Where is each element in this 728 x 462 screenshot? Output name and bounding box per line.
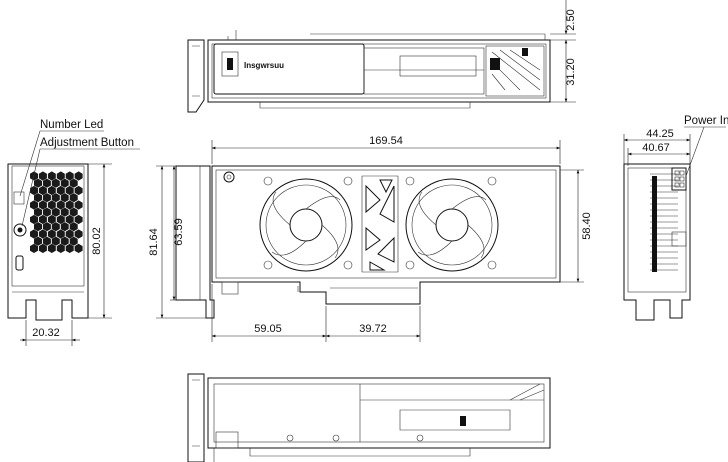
top-view: Insgwrsuu 2.50 31.20: [187, 0, 577, 113]
vent-hole: [51, 207, 60, 217]
vent-hole: [65, 229, 74, 239]
bottom-view: [187, 373, 551, 462]
vent-hole: [47, 243, 56, 253]
bracket-view: Number Led Adjustment Button 80.02 20.32: [7, 119, 140, 346]
vent-hole: [65, 243, 74, 253]
dim-length: 169.54: [369, 135, 403, 147]
vent-hole: [51, 222, 60, 232]
vent-hole: [65, 200, 74, 210]
vent-hole: [47, 171, 56, 181]
vent-hole: [34, 178, 42, 188]
dim-top-height: 2.50: [565, 9, 577, 30]
vent-hole: [34, 222, 42, 232]
vent-hole: [42, 207, 51, 217]
vent-hole: [56, 229, 65, 239]
vent-hole: [47, 185, 56, 196]
dim-right-inner: 40.67: [642, 142, 670, 154]
end-view: Power In 44.25 40.67: [623, 115, 728, 321]
vent-hole: [47, 214, 56, 225]
vent-hole: [56, 185, 65, 196]
vent-hole: [74, 229, 83, 239]
dim-top-depth: 31.20: [565, 58, 577, 86]
dim-side-width: 20.32: [32, 327, 60, 339]
vent-hole: [47, 229, 56, 239]
vent-hole: [42, 222, 51, 232]
vent-hole: [60, 207, 69, 217]
vent-hole: [60, 222, 69, 232]
fan-left: [259, 178, 353, 272]
label-power-in: Power In: [684, 115, 728, 127]
dim-side-depth: 80.02: [91, 227, 103, 255]
vent-hole: [30, 185, 38, 196]
vent-hole: [69, 236, 78, 246]
vent-hole: [60, 236, 69, 246]
vent-hole: [51, 193, 60, 203]
vent-hole: [38, 229, 47, 239]
vent-hole: [38, 185, 47, 196]
vent-hole: [30, 171, 38, 181]
vent-hole: [60, 193, 69, 203]
vent-hole: [51, 178, 60, 188]
vent-hole: [74, 200, 83, 210]
vent-hole: [56, 214, 65, 225]
vent-hole: [30, 229, 38, 239]
fan-right: [405, 178, 499, 272]
vent-hole: [69, 222, 78, 232]
vent-pattern: [30, 171, 83, 253]
vent-hole: [69, 193, 78, 203]
vent-hole: [42, 193, 51, 203]
vent-hole: [74, 214, 83, 225]
vent-hole: [34, 207, 42, 217]
label-number-led: Number Led: [40, 119, 103, 131]
vent-hole: [42, 236, 51, 246]
vent-hole: [56, 171, 65, 181]
dim-right-outer: 44.25: [646, 128, 674, 140]
dim-body-height: 58.40: [581, 212, 593, 240]
dim-bracket-height: 63.59: [173, 218, 185, 246]
vent-hole: [38, 214, 47, 225]
vent-hole: [65, 214, 74, 225]
vent-hole: [56, 200, 65, 210]
vent-hole: [38, 200, 47, 210]
vent-hole: [56, 243, 65, 253]
vent-hole: [69, 207, 78, 217]
vent-hole: [30, 243, 38, 253]
dim-bottom-b: 39.72: [359, 323, 387, 335]
vent-hole: [38, 243, 47, 253]
vent-hole: [65, 171, 74, 181]
vent-hole: [65, 185, 74, 196]
vent-hole: [30, 214, 38, 225]
vent-hole: [34, 193, 42, 203]
vent-hole: [34, 236, 42, 246]
vent-hole: [30, 200, 38, 210]
vent-hole: [69, 178, 78, 188]
dim-bottom-a: 59.05: [254, 323, 282, 335]
front-view: 169.54 81.64 63.59 58.40 59.05 39.72: [148, 135, 593, 342]
vent-hole: [60, 178, 69, 188]
vent-hole: [47, 200, 56, 210]
vent-hole: [74, 171, 83, 181]
vent-hole: [42, 178, 51, 188]
vent-hole: [51, 236, 60, 246]
dim-total-height: 81.64: [148, 228, 160, 256]
label-adjustment-button: Adjustment Button: [40, 137, 134, 149]
vent-hole: [74, 185, 83, 196]
logo-text: Insgwrsuu: [244, 61, 284, 70]
vent-hole: [38, 171, 47, 181]
vent-hole: [74, 243, 83, 253]
